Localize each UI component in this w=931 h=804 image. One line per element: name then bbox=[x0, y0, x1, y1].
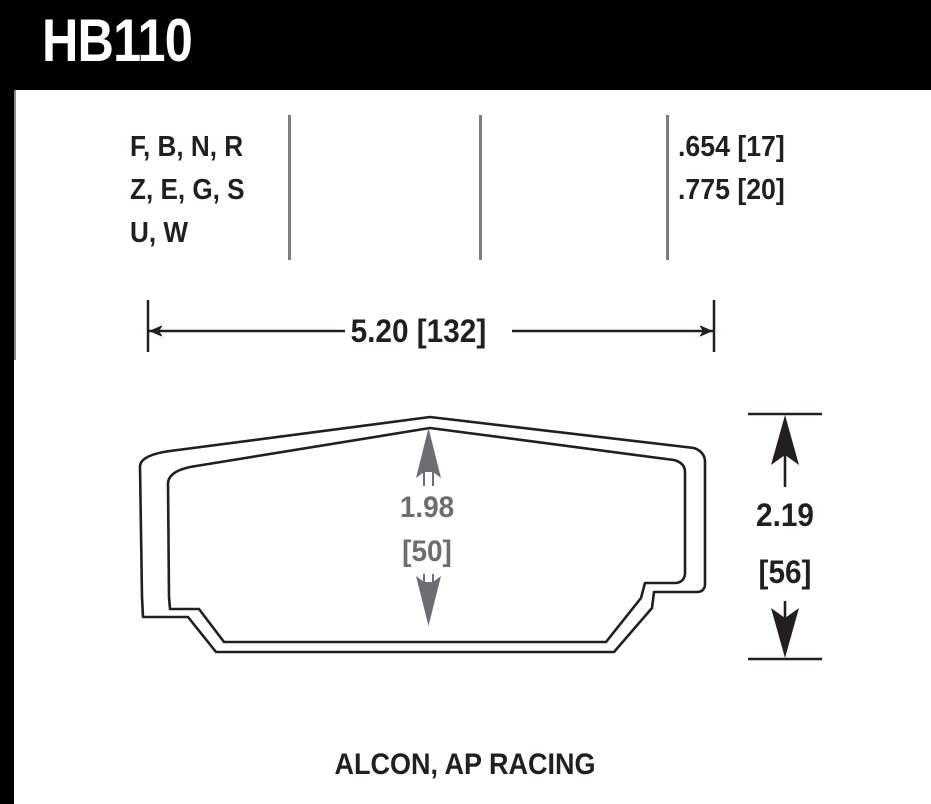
overall-height-dimension-group bbox=[748, 412, 822, 661]
brake-pad-outline bbox=[138, 415, 707, 654]
center-dim-arrow-up bbox=[416, 428, 441, 478]
compound-code-row-2: Z, E, G, S bbox=[130, 174, 245, 206]
header-band bbox=[0, 0, 931, 90]
separator-rule-3 bbox=[666, 115, 669, 260]
compound-code-list: F, B, N, R Z, E, G, S U, W bbox=[130, 126, 245, 255]
thickness-row-2: .775 [20] bbox=[678, 174, 785, 206]
width-dimension-group bbox=[146, 300, 716, 352]
separator-rule-2 bbox=[479, 115, 482, 260]
compound-code-row-1: F, B, N, R bbox=[130, 131, 244, 163]
overall-height-dimension-label: 2.19 [56] bbox=[745, 487, 825, 601]
center-height-inches: 1.98 bbox=[399, 491, 455, 524]
height-arrow-up-head bbox=[771, 415, 799, 465]
width-dimension-label: 5.20 [132] bbox=[345, 310, 492, 352]
pad-friction-material-outline bbox=[166, 426, 687, 644]
center-height-dimension-label: 1.98 [50] bbox=[394, 486, 460, 574]
left-border-rail bbox=[0, 90, 14, 804]
pad-backing-plate-outline bbox=[138, 415, 707, 654]
center-dim-arrow-down bbox=[416, 576, 441, 626]
part-number-title: HB110 bbox=[42, 7, 193, 74]
overall-height-mm: [56] bbox=[758, 554, 812, 590]
overall-height-inches: 2.19 bbox=[756, 497, 814, 533]
center-height-dimension-group bbox=[416, 428, 441, 626]
separator-rule-1 bbox=[288, 115, 291, 260]
manufacturer-caption-text: ALCON, AP RACING bbox=[334, 748, 596, 781]
thickness-row-1: .654 [17] bbox=[678, 131, 785, 163]
center-height-mm: [50] bbox=[402, 535, 452, 568]
compound-code-row-3: U, W bbox=[130, 217, 188, 249]
thickness-value-list: .654 [17] .775 [20] bbox=[678, 126, 785, 212]
left-rail-inner-edge bbox=[14, 90, 16, 360]
height-arrow-down-head bbox=[771, 608, 799, 658]
manufacturer-caption: ALCON, AP RACING bbox=[0, 748, 931, 782]
